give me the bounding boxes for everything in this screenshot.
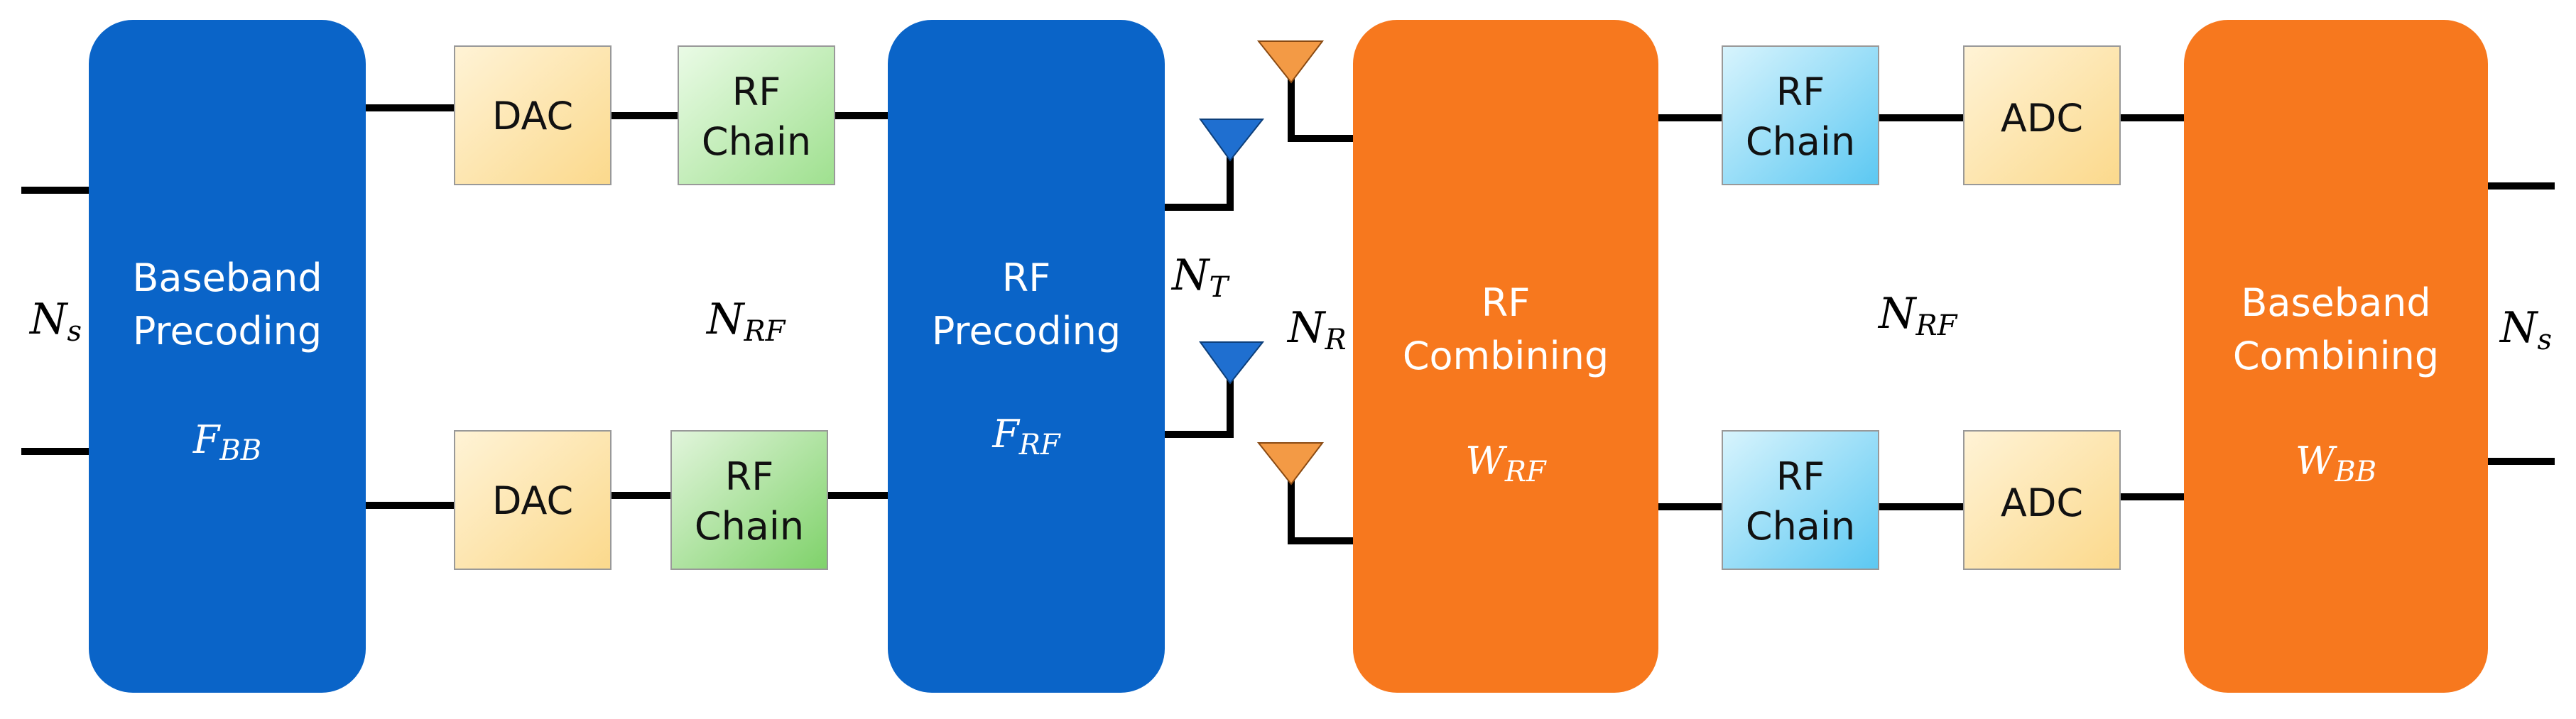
- ns-right-label: Ns: [2499, 303, 2552, 356]
- adc-bottom-label: ADC: [2001, 481, 2083, 525]
- nrf-right-label: NRF: [1877, 289, 1958, 342]
- ns-left-label: Ns: [28, 295, 82, 348]
- adc-top: ADC: [1963, 45, 2121, 185]
- wrf-symbol: WRF: [1465, 439, 1547, 488]
- wire-tx-antenna-top: [1161, 155, 1234, 211]
- rf-chain-rx-top-line2: Chain: [1746, 119, 1855, 164]
- rf-precoding-block: RF Precoding FRF: [888, 20, 1165, 693]
- rf-combining-line1: RF: [1482, 280, 1531, 325]
- wires: [21, 76, 2555, 544]
- dac-bottom-box: [454, 430, 612, 570]
- adc-bottom: ADC: [1963, 430, 2121, 570]
- rf-chain-tx-top-line2: Chain: [702, 119, 811, 164]
- antennas: [1199, 40, 1325, 485]
- baseband-precoding-box: [89, 20, 366, 693]
- rf-chain-tx-top: RF Chain: [678, 45, 835, 185]
- dac-top-box: [454, 45, 612, 185]
- wire-tx-antenna-bottom: [1161, 371, 1234, 438]
- adc-top-box: [1963, 45, 2121, 185]
- rf-chain-rx-bottom-line1: RF: [1776, 454, 1825, 499]
- rf-chain-rx-top-box: [1722, 45, 1879, 185]
- dac-top-label: DAC: [492, 94, 573, 138]
- nr-label: NR: [1286, 303, 1347, 356]
- dimension-labels: Ns NRF NT NR NRF Ns: [28, 251, 2552, 356]
- baseband-combining-line1: Baseband: [2241, 280, 2430, 325]
- dac-bottom-label: DAC: [492, 478, 573, 523]
- rf-chain-tx-bottom-box: [670, 430, 828, 570]
- baseband-precoding-block: Baseband Precoding FBB: [89, 20, 366, 693]
- rf-precoding-line1: RF: [1002, 256, 1051, 300]
- rf-combining-line2: Combining: [1403, 334, 1609, 378]
- tx-antenna-bottom-icon: [1199, 341, 1265, 385]
- tx-antenna-top-icon: [1199, 119, 1265, 162]
- rf-chain-tx-bottom-line2: Chain: [695, 504, 804, 549]
- rf-combining-block: RF Combining WRF: [1353, 20, 1658, 693]
- rf-precoding-box: [888, 20, 1165, 693]
- rx-antenna-bottom-icon: [1256, 442, 1325, 485]
- baseband-precoding-line1: Baseband: [132, 256, 322, 300]
- rf-precoding-line2: Precoding: [932, 309, 1121, 353]
- rf-chain-tx-bottom-line1: RF: [725, 454, 774, 499]
- rx-antenna-top-icon: [1256, 40, 1325, 84]
- rf-chain-tx-top-box: [678, 45, 835, 185]
- rf-chain-rx-bottom-line2: Chain: [1746, 504, 1855, 549]
- rf-chain-tx-bottom: RF Chain: [670, 430, 828, 570]
- nt-label: NT: [1170, 251, 1231, 304]
- baseband-combining-line2: Combining: [2233, 334, 2439, 378]
- adc-bottom-box: [1963, 430, 2121, 570]
- rf-chain-rx-top: RF Chain: [1722, 45, 1879, 185]
- fbb-symbol: FBB: [192, 417, 261, 467]
- baseband-combining-block: Baseband Combining WBB: [2184, 20, 2488, 693]
- rf-chain-tx-top-line1: RF: [732, 70, 781, 114]
- wire-rx-antenna-top: [1288, 76, 1357, 142]
- rf-chain-rx-bottom: RF Chain: [1722, 430, 1879, 570]
- baseband-precoding-line2: Precoding: [133, 309, 322, 353]
- frf-symbol: FRF: [991, 412, 1061, 461]
- wbb-symbol: WBB: [2295, 439, 2376, 488]
- adc-top-label: ADC: [2001, 96, 2083, 141]
- rf-chain-rx-bottom-box: [1722, 430, 1879, 570]
- rf-combining-box: [1353, 20, 1658, 693]
- dac-bottom: DAC: [454, 430, 612, 570]
- rf-chain-rx-top-line1: RF: [1776, 70, 1825, 114]
- baseband-combining-box: [2184, 20, 2488, 693]
- dac-top: DAC: [454, 45, 612, 185]
- wire-rx-antenna-bottom: [1288, 479, 1357, 544]
- nrf-left-label: NRF: [705, 295, 786, 348]
